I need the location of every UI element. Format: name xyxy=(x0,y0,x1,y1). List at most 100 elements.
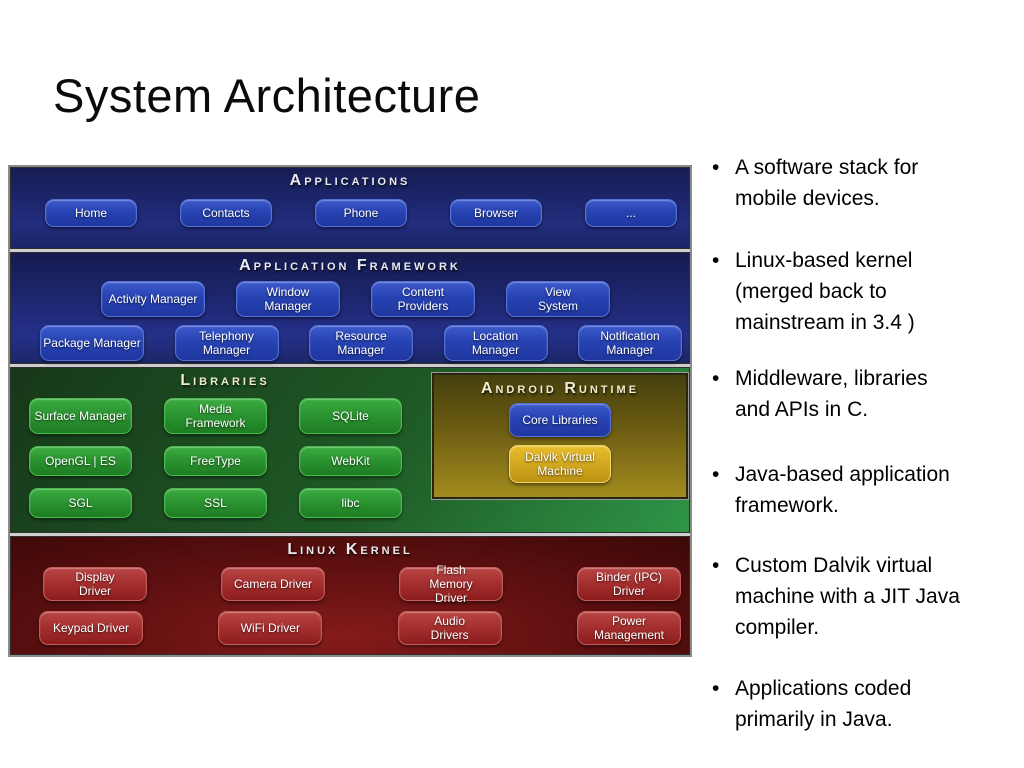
framework-row-2: Package Manager Telephony Manager Resour… xyxy=(11,325,689,361)
applications-button-row: Home Contacts Phone Browser ... xyxy=(11,199,689,227)
app-block-label: Contacts xyxy=(202,205,250,220)
bullet-line: and APIs in C. xyxy=(735,398,869,421)
bullet-line: Java-based application xyxy=(735,463,950,486)
fw-block-view-system: View System xyxy=(506,281,610,317)
lib-block-label: OpenGL | ES xyxy=(45,453,116,468)
section-linux-kernel-title: Linux Kernel xyxy=(287,541,413,558)
lib-block-ssl: SSL xyxy=(164,488,267,518)
framework-row-1: Activity Manager Window Manager Content … xyxy=(11,281,689,317)
kernel-block-audio-drivers: Audio Drivers xyxy=(397,611,502,645)
section-libraries-title: Libraries xyxy=(180,372,270,389)
lib-block-label: SGL xyxy=(68,495,93,510)
fw-block-label: Package Manager xyxy=(43,335,141,350)
kernel-block-label: WiFi Driver xyxy=(240,620,300,635)
fw-block-label: View System xyxy=(537,284,578,313)
runtime-block-dalvik-vm: Dalvik Virtual Machine xyxy=(509,445,611,483)
bullet-line: Linux-based kernel xyxy=(735,249,913,272)
bullet-line: framework. xyxy=(735,494,839,517)
section-libraries: Libraries Surface Manager Media Framewor… xyxy=(10,367,690,533)
lib-block-freetype: FreeType xyxy=(164,446,267,476)
app-block-label: Phone xyxy=(343,205,379,220)
lib-block-webkit: WebKit xyxy=(299,446,402,476)
lib-block-label: FreeType xyxy=(190,453,241,468)
lib-block-label: libc xyxy=(341,495,360,510)
fw-block-activity-manager: Activity Manager xyxy=(101,281,205,317)
fw-block-label: Notification Manager xyxy=(600,328,660,357)
app-block-ellipsis: ... xyxy=(585,199,677,227)
fw-block-label: Window Manager xyxy=(264,284,312,313)
kernel-block-label: Power Management xyxy=(593,613,664,642)
kernel-block-label: Binder (IPC) Driver xyxy=(595,569,663,598)
lib-block-label: SSL xyxy=(204,495,227,510)
fw-block-notification-manager: Notification Manager xyxy=(578,325,682,361)
kernel-block-label: Audio Drivers xyxy=(430,613,469,642)
bullet-line: compiler. xyxy=(735,616,820,639)
kernel-block-display-driver: Display Driver xyxy=(43,567,147,601)
kernel-block-label: Camera Driver xyxy=(233,576,312,591)
fw-block-telephony-manager: Telephony Manager xyxy=(174,325,279,361)
bullet-line: primarily in Java. xyxy=(735,708,893,731)
lib-block-surface-manager: Surface Manager xyxy=(29,398,132,434)
kernel-block-keypad-driver: Keypad Driver xyxy=(39,611,143,645)
fw-block-label: Content Providers xyxy=(397,284,449,313)
section-application-framework-title: Application Framework xyxy=(239,257,461,274)
section-android-runtime-title: Android Runtime xyxy=(480,380,640,397)
app-block-label: Home xyxy=(74,205,107,220)
libraries-row-2: OpenGL | ES FreeType WebKit xyxy=(29,446,439,476)
kernel-block-label: Flash Memory Driver xyxy=(429,562,473,606)
lib-block-label: Media Framework xyxy=(185,401,246,430)
bullet-item: Linux-based kernel (merged back to mains… xyxy=(706,245,915,338)
fw-block-package-manager: Package Manager xyxy=(40,325,144,361)
libraries-column: Libraries Surface Manager Media Framewor… xyxy=(11,368,439,530)
kernel-block-camera-driver: Camera Driver xyxy=(221,567,325,601)
fw-block-label: Activity Manager xyxy=(108,291,198,306)
page-title: System Architecture xyxy=(53,69,481,122)
lib-block-label: Surface Manager xyxy=(34,408,127,423)
kernel-block-label: Keypad Driver xyxy=(52,620,130,635)
lib-block-media-framework: Media Framework xyxy=(164,398,267,434)
android-architecture-diagram: Applications Home Contacts Phone Browser… xyxy=(8,165,692,657)
fw-block-resource-manager: Resource Manager xyxy=(309,325,413,361)
runtime-block-core-libraries: Core Libraries xyxy=(509,403,611,437)
fw-block-window-manager: Window Manager xyxy=(236,281,340,317)
app-block-browser: Browser xyxy=(450,199,542,227)
bullet-item: Middleware, libraries and APIs in C. xyxy=(706,363,928,425)
kernel-block-flash-memory-driver: Flash Memory Driver xyxy=(399,563,503,605)
app-block-label: Browser xyxy=(473,205,518,220)
fw-block-location-manager: Location Manager xyxy=(443,325,548,361)
kernel-block-power-management: Power Management xyxy=(576,611,681,645)
section-applications: Applications Home Contacts Phone Browser… xyxy=(10,167,690,249)
lib-block-label: SQLite xyxy=(332,408,369,423)
runtime-block-label: Core Libraries xyxy=(522,412,598,427)
libraries-row-3: SGL SSL libc xyxy=(29,488,439,518)
bullet-item: A software stack for mobile devices. xyxy=(706,152,918,214)
bullet-line: Custom Dalvik virtual xyxy=(735,554,933,577)
kernel-row-1: Display Driver Camera Driver Flash Memor… xyxy=(11,563,689,605)
runtime-block-label: Dalvik Virtual Machine xyxy=(525,449,595,478)
kernel-block-wifi-driver: WiFi Driver xyxy=(218,611,323,645)
fw-block-label: Telephony Manager xyxy=(199,328,254,357)
kernel-block-label: Display Driver xyxy=(75,569,115,598)
bullet-item: Applications coded primarily in Java. xyxy=(706,673,911,735)
section-android-runtime: Android Runtime Core Libraries Dalvik Vi… xyxy=(432,373,688,499)
lib-block-label: WebKit xyxy=(331,453,370,468)
bullet-line: Middleware, libraries xyxy=(735,367,928,390)
bullet-line: A software stack for xyxy=(735,156,919,179)
bullet-line: mobile devices. xyxy=(735,187,880,210)
lib-block-sqlite: SQLite xyxy=(299,398,402,434)
app-block-contacts: Contacts xyxy=(180,199,272,227)
kernel-row-2: Keypad Driver WiFi Driver Audio Drivers … xyxy=(11,611,689,645)
fw-block-label: Resource Manager xyxy=(335,328,387,357)
lib-block-sgl: SGL xyxy=(29,488,132,518)
app-block-phone: Phone xyxy=(315,199,407,227)
libraries-row-1: Surface Manager Media Framework SQLite xyxy=(29,398,439,434)
lib-block-opengl-es: OpenGL | ES xyxy=(29,446,132,476)
kernel-block-binder-ipc-driver: Binder (IPC) Driver xyxy=(577,567,681,601)
bullet-item: Custom Dalvik virtual machine with a JIT… xyxy=(706,550,960,643)
section-applications-title: Applications xyxy=(289,172,411,189)
fw-block-content-providers: Content Providers xyxy=(371,281,475,317)
bullet-line: machine with a JIT Java xyxy=(735,585,960,608)
bullet-line: (merged back to xyxy=(735,280,887,303)
section-linux-kernel: Linux Kernel Display Driver Camera Drive… xyxy=(10,536,690,655)
